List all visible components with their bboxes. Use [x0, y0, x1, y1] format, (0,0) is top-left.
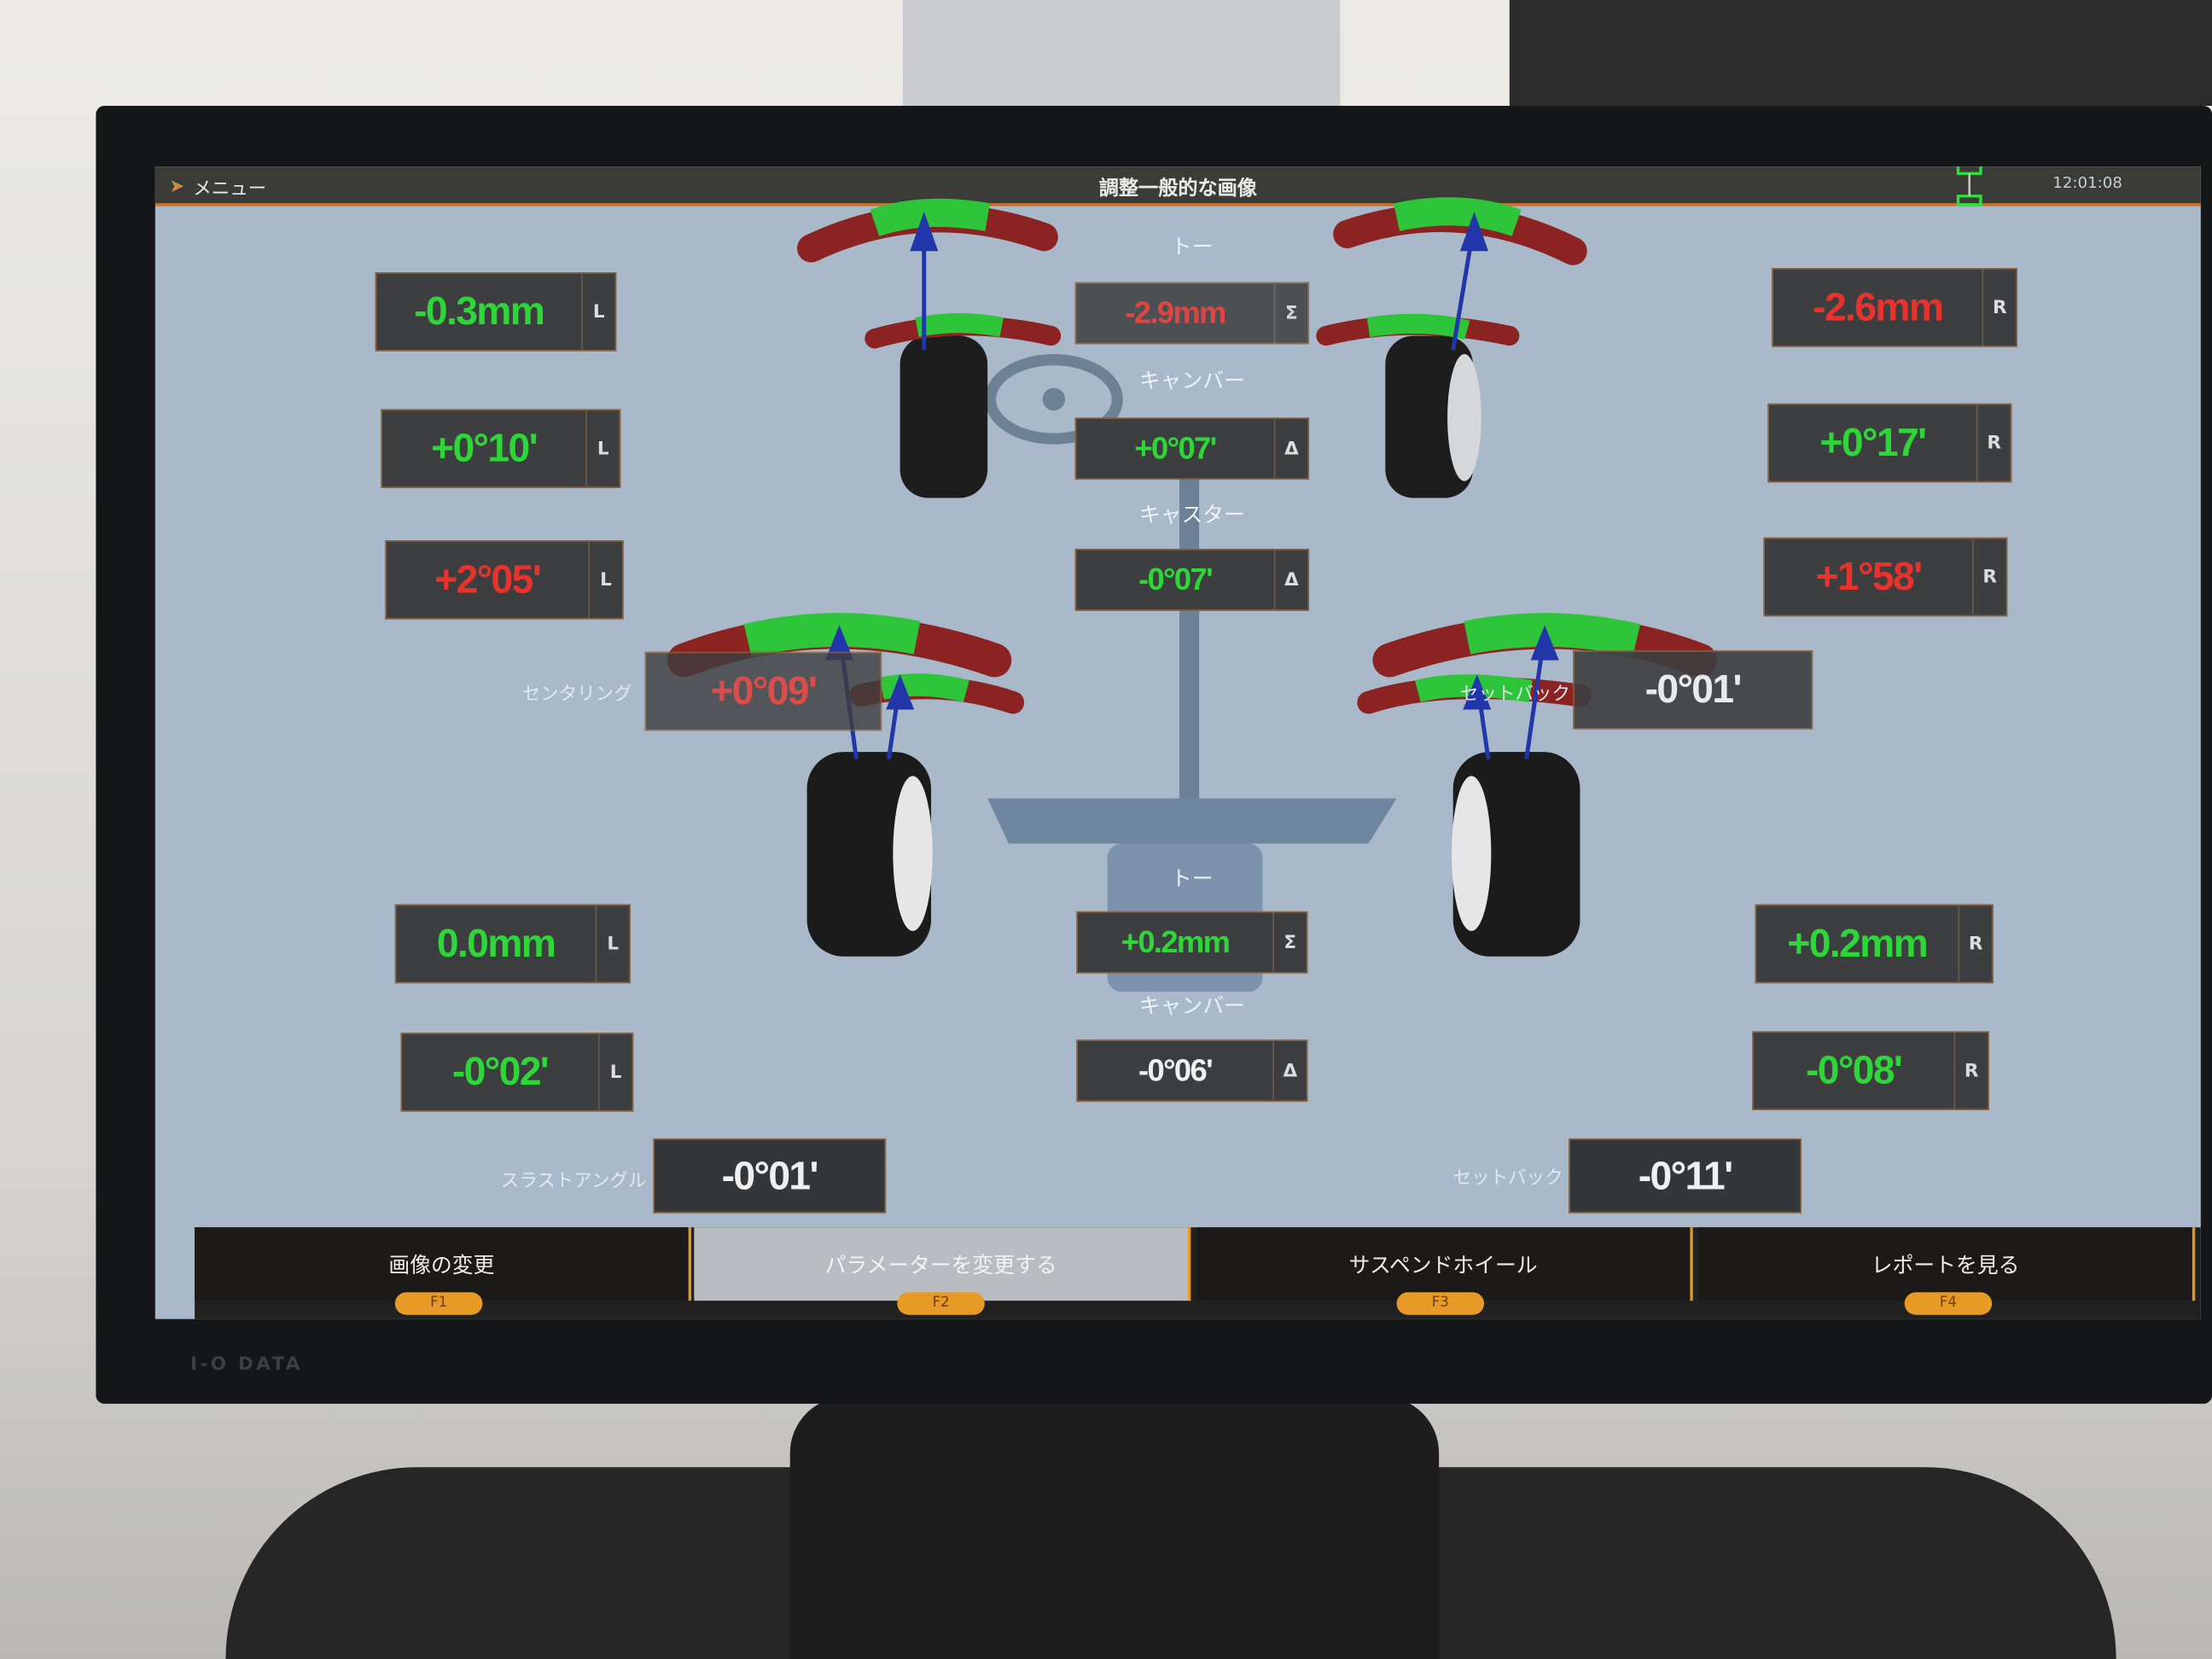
value: 0.0mm	[436, 921, 556, 965]
button-label: 画像の変更	[388, 1252, 495, 1278]
clock: 12:01:08	[2052, 173, 2122, 192]
f3-key-badge: F3	[1396, 1292, 1485, 1315]
rear-right-camber: -0°08' R	[1752, 1031, 1989, 1110]
monitor-brand: I-O DATA	[190, 1353, 303, 1376]
toe-gauge-front-right	[1316, 197, 1587, 351]
value: +2°05'	[434, 556, 542, 602]
button-label: サスペンドホイール	[1348, 1252, 1538, 1278]
delta-symbol: Δ	[1273, 418, 1308, 479]
value: -2.6mm	[1813, 284, 1944, 329]
rear-total-toe: +0.2mm Σ	[1076, 911, 1308, 974]
value: +0°10'	[431, 426, 538, 470]
front-camber-difference: +0°07' Δ	[1074, 417, 1310, 480]
rear-setback-label: セットバック	[1452, 1167, 1563, 1190]
side-label: R	[1976, 405, 2011, 481]
thrust-angle-value: -0°01'	[653, 1138, 887, 1214]
side-label: R	[1972, 538, 2006, 615]
side-label: R	[1953, 1033, 1988, 1109]
centering-label: センタリング	[521, 684, 632, 706]
front-right-camber: +0°17' R	[1767, 403, 2012, 483]
rear-left-tire	[806, 752, 933, 957]
value: +0°17'	[1819, 420, 1928, 464]
sigma-symbol: Σ	[1272, 912, 1307, 972]
value: -0.3mm	[414, 288, 545, 334]
front-right-caster: +1°58' R	[1763, 537, 2008, 617]
value: -0°01'	[1644, 667, 1743, 712]
side-label: L	[588, 541, 622, 619]
value: -0°02'	[451, 1049, 550, 1094]
front-setback-value: -0°01'	[1573, 650, 1813, 730]
toe-gauge-front-left	[797, 198, 1062, 350]
rear-left-camber: -0°02' L	[400, 1033, 634, 1112]
title-bar: ➤ メニュー 調整一般的な画像 12:01:08	[154, 166, 2201, 207]
rear-camber-difference: -0°06' Δ	[1076, 1039, 1308, 1103]
front-left-tire	[899, 335, 988, 498]
rear-left-toe: 0.0mm L	[394, 904, 631, 984]
rear-right-tire	[1452, 752, 1580, 957]
button-label: レポートを見る	[1871, 1252, 2020, 1278]
front-left-camber: +0°10' L	[381, 409, 621, 488]
toe-gauge-rear-left	[667, 613, 1025, 760]
front-left-caster: +2°05' L	[385, 540, 624, 620]
front-camber-label: キャンバー	[1138, 368, 1245, 394]
value: -0°01'	[721, 1153, 819, 1197]
thrust-angle-label: スラストアングル	[500, 1171, 647, 1192]
rear-camber-label: キャンバー	[1138, 992, 1245, 1019]
chassis-beam	[987, 448, 1397, 992]
centering-value: +0°09'	[644, 651, 882, 731]
function-key-bar: 画像の変更 パラメーターを変更する サスペンドホイール レポートを見る F1 F…	[195, 1227, 2201, 1319]
alignment-screen: ➤ メニュー 調整一般的な画像 12:01:08	[154, 166, 2201, 1319]
f4-key-badge: F4	[1904, 1292, 1993, 1315]
menu-button[interactable]: ➤ メニュー	[169, 173, 267, 201]
change-parameters-button[interactable]: パラメーターを変更する	[694, 1227, 1191, 1301]
value: +1°58'	[1815, 554, 1924, 598]
value: +0.2mm	[1121, 923, 1231, 960]
f1-key-badge: F1	[394, 1292, 483, 1315]
side-label: R	[1958, 905, 1993, 982]
screen-title: 調整一般的な画像	[1098, 178, 1257, 201]
sigma-symbol: Σ	[1273, 283, 1308, 343]
steering-wheel	[984, 353, 1123, 445]
value: -0°06'	[1138, 1052, 1214, 1088]
front-caster-difference: -0°07' Δ	[1074, 549, 1310, 611]
button-label: パラメーターを変更する	[824, 1252, 1057, 1278]
value: +0°07'	[1134, 430, 1217, 466]
vehicle-fit-icon[interactable]	[1954, 166, 1985, 207]
value: -0°07'	[1138, 561, 1214, 597]
front-setback-label: セットバック	[1459, 684, 1570, 706]
side-label: L	[585, 410, 620, 487]
value: -0°08'	[1806, 1048, 1903, 1092]
background-window	[902, 0, 1341, 106]
menu-label: メニュー	[193, 178, 267, 201]
front-left-toe: -0.3mm L	[375, 272, 617, 352]
value: -2.9mm	[1125, 294, 1226, 330]
background-equipment	[1509, 0, 2212, 106]
front-total-toe: -2.9mm Σ	[1074, 282, 1310, 345]
value: +0°09'	[710, 668, 818, 713]
rear-setback-value: -0°11'	[1569, 1138, 1802, 1214]
menu-arrow-icon: ➤	[169, 176, 185, 198]
change-image-button[interactable]: 画像の変更	[195, 1227, 692, 1301]
front-caster-label: キャスター	[1138, 502, 1245, 528]
side-label: L	[581, 273, 615, 350]
rear-toe-label: トー	[1171, 866, 1214, 892]
f2-key-badge: F2	[897, 1292, 985, 1315]
front-right-toe: -2.6mm R	[1772, 268, 2017, 347]
monitor-stand	[789, 1396, 1440, 1659]
side-label: R	[1982, 269, 2017, 346]
view-report-button[interactable]: レポートを見る	[1698, 1227, 2196, 1301]
suspend-wheel-button[interactable]: サスペンドホイール	[1196, 1227, 1693, 1301]
delta-symbol: Δ	[1273, 550, 1308, 610]
side-label: L	[597, 1033, 632, 1110]
value: -0°11'	[1638, 1153, 1733, 1197]
front-right-tire	[1385, 335, 1481, 498]
front-toe-label: トー	[1171, 234, 1214, 260]
delta-symbol: Δ	[1272, 1040, 1307, 1101]
side-label: L	[595, 905, 630, 982]
toe-gauge-rear-right	[1357, 613, 1717, 760]
rear-right-toe: +0.2mm R	[1755, 904, 1994, 984]
value: +0.2mm	[1787, 921, 1928, 965]
